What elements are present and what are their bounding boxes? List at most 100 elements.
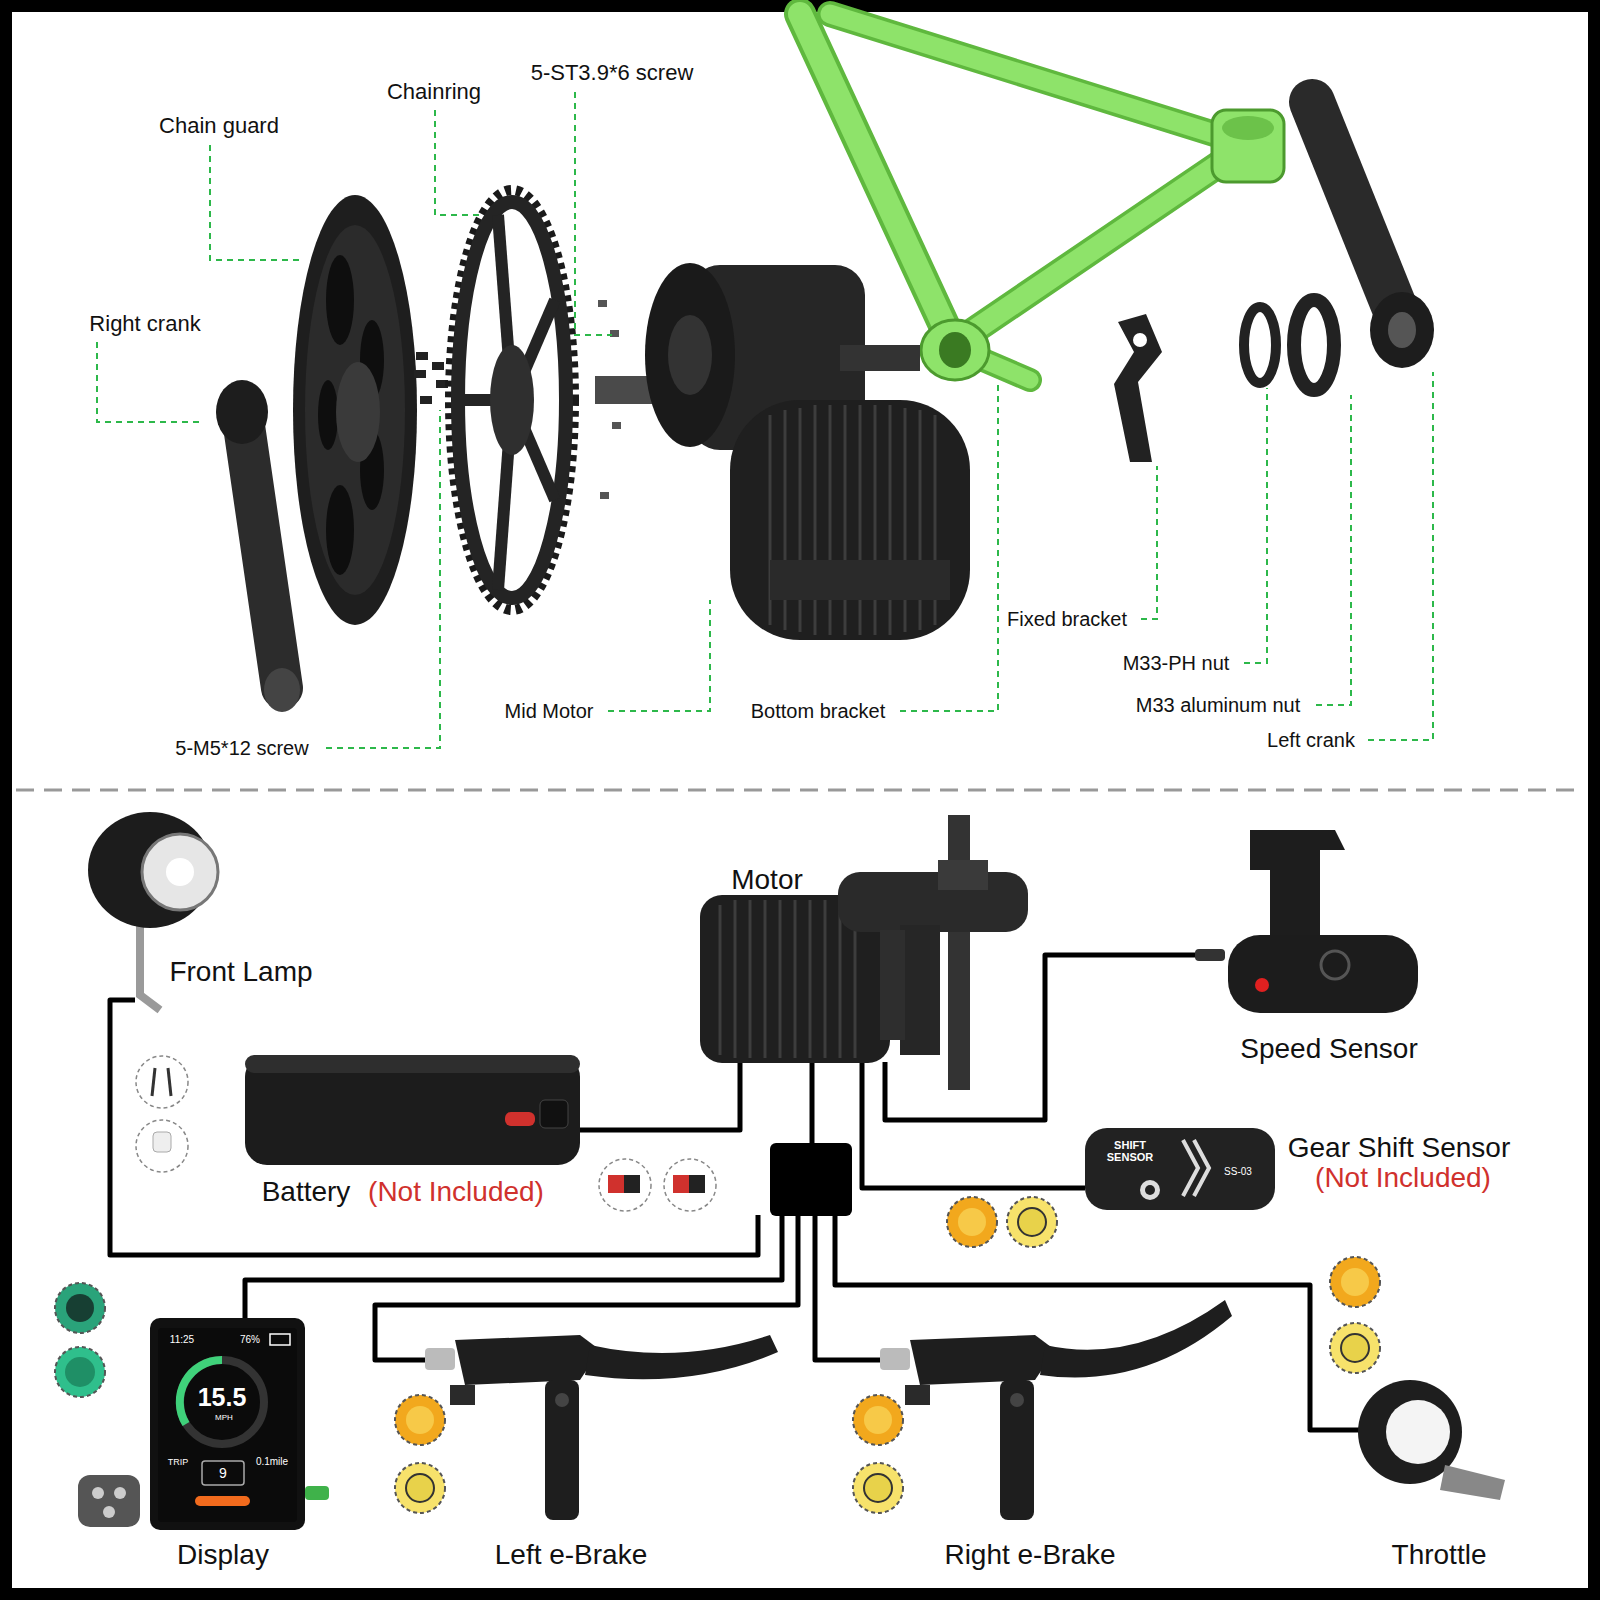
motor-unit — [720, 900, 855, 1058]
motor-unit — [938, 860, 988, 890]
part-label: M33-PH nut — [1123, 652, 1230, 675]
section-divider — [16, 789, 1584, 792]
speed-sensor — [1255, 978, 1269, 992]
right-crank — [264, 668, 300, 712]
mid-motor — [668, 315, 712, 395]
connector-pair — [853, 1395, 903, 1445]
bike-frame — [1212, 110, 1284, 182]
battery-pack — [664, 1159, 716, 1211]
connector-pair — [864, 1406, 892, 1434]
part-label: Mid Motor — [505, 700, 594, 723]
leader-line — [1244, 388, 1267, 663]
connector-pair — [65, 1357, 95, 1387]
display-unit — [150, 1318, 305, 1530]
connector-pair — [947, 1197, 997, 1247]
front-lamp — [152, 1068, 155, 1096]
speed-sensor — [1195, 830, 1418, 1013]
speed-sensor — [1195, 949, 1225, 961]
leader-line — [435, 110, 480, 215]
bike-frame — [939, 332, 971, 368]
battery-pack — [540, 1100, 568, 1128]
component-label: Gear Shift Sensor — [1288, 1132, 1511, 1164]
display-unit — [158, 1328, 297, 1522]
wire — [375, 1215, 798, 1360]
m5-screws — [432, 362, 444, 370]
bike-frame — [960, 150, 1240, 340]
motor-unit — [734, 900, 737, 1058]
st-screws — [598, 300, 607, 307]
part-label: Right crank — [89, 311, 200, 336]
motor-unit — [719, 905, 722, 1055]
leader-line — [97, 92, 1433, 748]
right-brake-lever — [1000, 1380, 1034, 1520]
connector-pair — [406, 1474, 434, 1502]
mid-motor — [829, 405, 832, 635]
connector-pair — [1018, 1208, 1046, 1236]
fixed-bracket — [1114, 314, 1162, 462]
not-included-note: (Not Included) — [368, 1176, 544, 1208]
fixed-bracket — [1133, 333, 1147, 347]
wire — [580, 1060, 740, 1130]
leader-line — [575, 92, 612, 335]
mid-motor — [730, 400, 970, 640]
wire — [110, 1000, 758, 1255]
left-brake-lever — [585, 1335, 778, 1379]
motor-unit — [824, 900, 827, 1058]
left-brake-lever — [555, 1393, 569, 1407]
display-unit — [78, 1318, 329, 1530]
part-label: M33 aluminum nut — [1136, 694, 1301, 717]
bike-frame — [1222, 116, 1274, 140]
wire — [835, 1215, 1360, 1430]
front-lamp — [136, 1056, 188, 1108]
connector-pair — [1007, 1197, 1057, 1247]
screen-text: 0.1mile — [256, 1456, 288, 1468]
speed-sensor — [1250, 830, 1345, 935]
display-unit — [92, 1487, 104, 1499]
component-label: Right e-Brake — [944, 1539, 1115, 1571]
left-brake-lever — [545, 1380, 579, 1520]
front-lamp — [140, 925, 160, 1010]
left-crank — [1388, 312, 1416, 348]
front-lamp — [166, 858, 194, 886]
left-brake-lever — [425, 1335, 778, 1520]
mid-motor — [844, 405, 847, 635]
motor-unit — [838, 872, 1028, 932]
wire — [862, 1062, 1085, 1188]
component-label: Left e-Brake — [495, 1539, 648, 1571]
front-lamp — [168, 1068, 171, 1096]
screen-text: TRIP — [168, 1457, 189, 1467]
bike-frame — [800, 14, 1284, 380]
chainring — [450, 190, 574, 610]
component-label: Throttle — [1392, 1539, 1487, 1571]
right-brake-lever — [880, 1348, 910, 1370]
motor-unit — [839, 900, 842, 1058]
battery-pack — [673, 1175, 689, 1193]
chainring — [490, 345, 534, 455]
chain-guard — [293, 195, 417, 625]
right-brake-lever — [1010, 1393, 1024, 1407]
connector-pair — [55, 1283, 105, 1333]
thumb-throttle — [1386, 1400, 1450, 1464]
connector-pair — [1341, 1334, 1369, 1362]
mid-motor — [645, 263, 735, 447]
front-lamp — [153, 1132, 171, 1152]
right-brake-lever — [905, 1385, 930, 1405]
bb-nuts — [1244, 300, 1334, 390]
left-brake-lever — [425, 1348, 455, 1370]
screen-text: 11:25 — [170, 1334, 194, 1346]
leader-line — [1316, 395, 1351, 705]
chainring — [450, 190, 574, 610]
chain-guard — [318, 380, 338, 450]
connector-pair — [66, 1294, 94, 1322]
left-brake-lever — [455, 1335, 600, 1385]
connector-pair — [395, 1395, 445, 1445]
connector-pair — [864, 1474, 892, 1502]
chainring — [458, 202, 566, 598]
mid-motor — [770, 405, 935, 635]
bb-nuts — [1244, 307, 1276, 383]
st-screws — [612, 422, 621, 429]
motor-unit — [794, 900, 797, 1058]
mid-motor — [595, 263, 970, 640]
